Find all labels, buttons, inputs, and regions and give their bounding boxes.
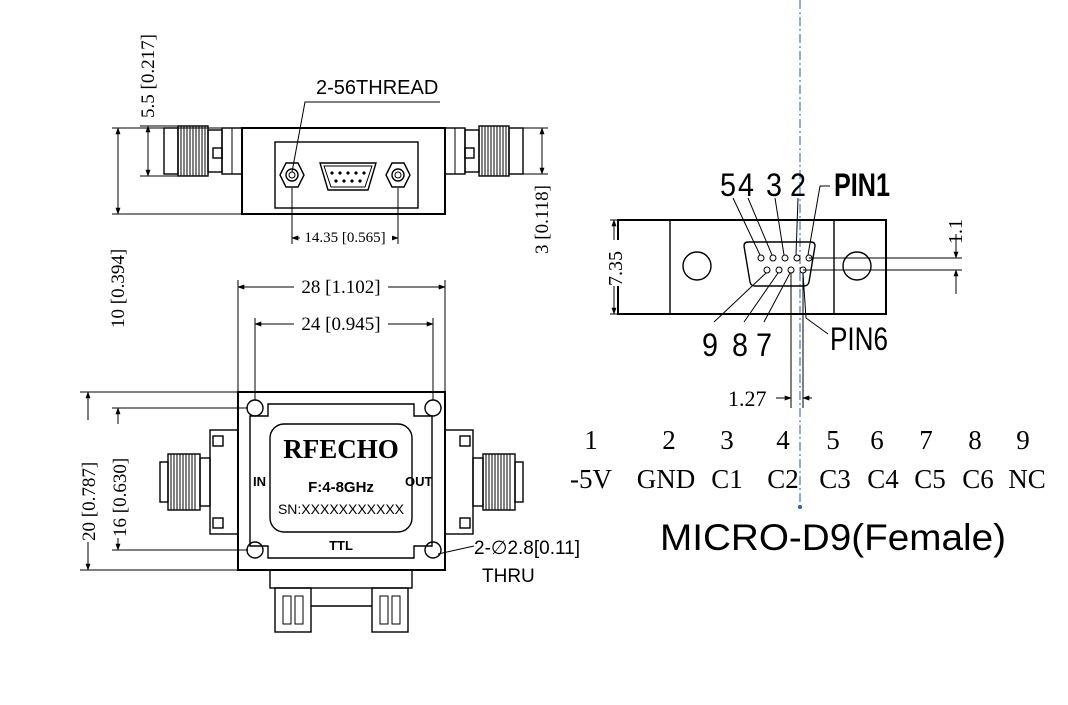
top-view: 2-56THREAD 14.35 [0.565] 10 [0.394] 5.5 …	[108, 34, 553, 328]
micro-d-shell-top	[319, 162, 377, 191]
pin-table: 1 2 3 4 5 6 7 8 9 -5V GND C1 C2 C3 C4 C5…	[570, 425, 1046, 494]
sma-left-front	[159, 429, 239, 535]
mount-hole-tl	[246, 399, 264, 417]
pin-label-top-2: 2	[790, 167, 806, 203]
mount-hole-tr	[424, 399, 442, 417]
thread-leader	[291, 101, 440, 173]
pin-number-5: 5	[826, 425, 840, 455]
front-view-inner-frame	[249, 403, 433, 559]
thru-label: THRU	[482, 566, 535, 587]
front-view: RFECHO F:4-8GHz SN:XXXXXXXXXXX IN OUT TT…	[78, 272, 580, 633]
flange-hole-right	[842, 251, 872, 281]
pin6-label: PIN6	[830, 321, 888, 357]
pin-function-4: C2	[767, 464, 799, 494]
mount-hole-bl	[246, 541, 264, 559]
pin-number-8: 8	[968, 425, 982, 455]
pin-function-7: C5	[914, 464, 946, 494]
pin-label-top-5: 5	[720, 167, 736, 203]
dim-front-width-inner: 24 [0.945]	[301, 314, 380, 335]
mount-hole-br	[424, 541, 442, 559]
thread-hex-right	[385, 162, 411, 188]
connector-shell	[743, 241, 816, 287]
dim-connector-height: 7.35	[605, 251, 627, 286]
pin-function-3: C1	[711, 464, 743, 494]
connector-title: MICRO-D9(Female)	[660, 517, 1006, 558]
pin-function-1: -5V	[570, 464, 612, 494]
connector-view: 5 4 3 2 PIN1 9 8 7 PIN6 7.35 1.1	[604, 167, 967, 411]
pin-number-2: 2	[662, 425, 676, 455]
pin-function-8: C6	[962, 464, 994, 494]
dim-top-height-upper: 5.5 [0.217]	[138, 34, 159, 118]
serial-label: SN:XXXXXXXXXXX	[278, 501, 405, 517]
pin-number-1: 1	[584, 425, 598, 455]
pin-number-3: 3	[720, 425, 734, 455]
pin-function-5: C3	[819, 464, 851, 494]
connector-flange	[617, 219, 887, 315]
pin-number-9: 9	[1016, 425, 1030, 455]
sma-right-front	[444, 429, 524, 535]
flange-hole-left	[682, 251, 712, 281]
pin-label-bottom-8: 8	[732, 327, 748, 363]
pin1-label: PIN1	[834, 167, 890, 203]
pin-label-top-3: 3	[766, 167, 782, 203]
pin-function-6: C4	[867, 464, 899, 494]
dim-thread-spacing: 14.35 [0.565]	[304, 230, 385, 246]
label-plate	[269, 423, 413, 533]
brand-label: RFECHO	[283, 434, 399, 464]
out-label: OUT	[405, 474, 433, 489]
pin-function-2: GND	[637, 464, 696, 494]
freq-label: F:4-8GHz	[308, 479, 374, 496]
pin-function-9: NC	[1008, 464, 1046, 494]
ttl-label: TTL	[329, 538, 353, 553]
pin-label-top-4: 4	[738, 167, 754, 203]
dim-top-height-outer: 10 [0.394]	[108, 249, 129, 328]
pin-label-bottom-9: 9	[702, 327, 718, 363]
dim-front-width-outer: 28 [1.102]	[301, 277, 380, 298]
dim-front-height-outer: 20 [0.787]	[79, 462, 100, 541]
top-view-connector-plate	[274, 141, 419, 209]
micro-d-bottom	[269, 569, 413, 633]
pin-label-bottom-7: 7	[756, 327, 772, 363]
top-view-body	[241, 127, 446, 215]
dim-col-pitch: 1.27	[728, 386, 767, 411]
center-line-dot	[798, 505, 802, 509]
pin-number-6: 6	[870, 425, 884, 455]
thread-hex-left	[279, 162, 305, 188]
sma-right-top	[444, 125, 524, 177]
sma-left-top	[163, 125, 243, 177]
pin-number-4: 4	[776, 425, 790, 455]
in-label: IN	[253, 474, 266, 489]
thread-label: 2-56THREAD	[316, 77, 438, 99]
pin-number-7: 7	[919, 425, 933, 455]
dim-front-height-inner: 16 [0.630]	[110, 458, 131, 537]
dim-row-pitch: 1.1	[945, 219, 967, 244]
dim-top-height-right: 3 [0.118]	[532, 185, 553, 254]
hole-label: 2-∅2.8[0.11]	[474, 538, 580, 559]
